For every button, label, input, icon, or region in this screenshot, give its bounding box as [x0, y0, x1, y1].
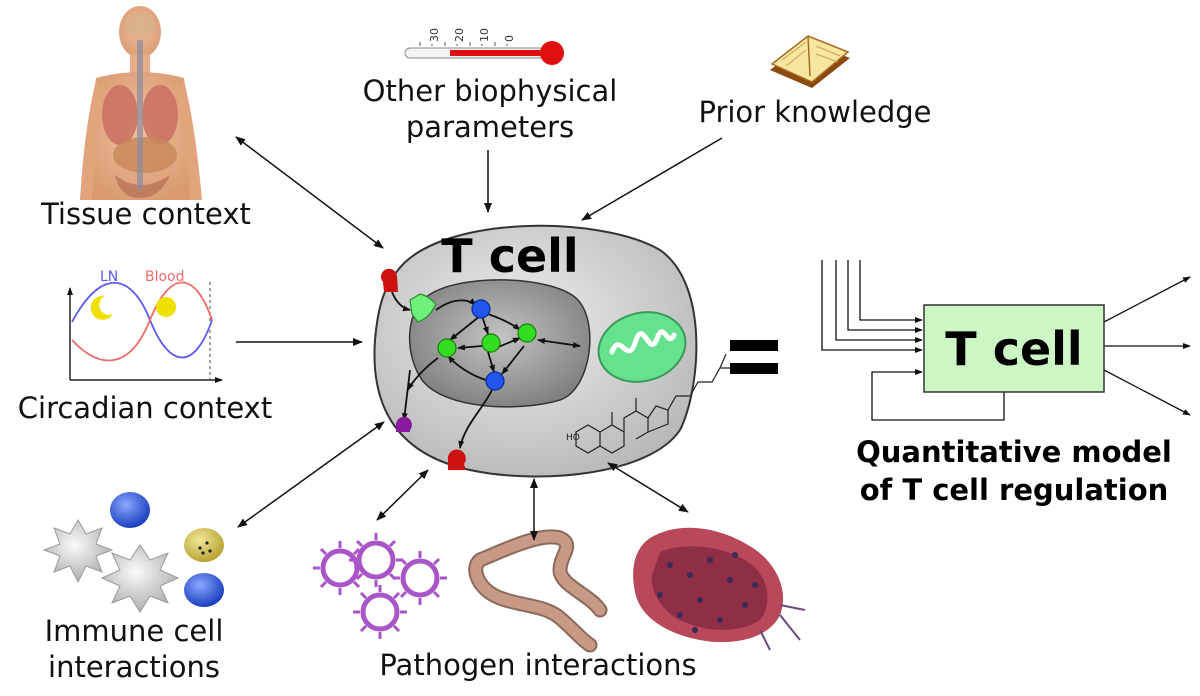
biophysical-label-line1: Other biophysical: [363, 74, 618, 108]
thermometer-icon: 30 20 10 0: [404, 28, 564, 65]
circadian-context-label: Circadian context: [18, 391, 272, 425]
context-arrows: [235, 136, 723, 541]
book-icon: [770, 35, 850, 88]
thermo-tick-20: 20: [453, 28, 466, 42]
model-diagram: [821, 260, 1191, 421]
bacteria-cluster-icon: [633, 527, 806, 651]
model-box-label: T cell: [945, 322, 1082, 376]
steroid-structure: [575, 353, 734, 454]
thermo-tick-10: 10: [478, 28, 491, 42]
model-label-line1: Quantitative model: [856, 435, 1172, 469]
pathogen-interactions-label: Pathogen interactions: [379, 648, 696, 682]
virus-icon: [313, 533, 447, 639]
t-cell: HO: [373, 224, 734, 478]
steroid-oh: HO: [566, 433, 580, 443]
biophysical-label-line2: parameters: [406, 110, 574, 144]
mitochondrion: [597, 311, 687, 383]
circadian-plot-icon: [67, 281, 223, 383]
immune-cells-icon: [42, 492, 224, 613]
tissue-context-label: Tissue context: [40, 197, 251, 231]
immune-label-line2: interactions: [48, 650, 220, 684]
equals-sign: [730, 340, 778, 374]
worm-icon: [468, 529, 608, 653]
ln-label: LN: [100, 269, 118, 285]
blood-label: Blood: [145, 269, 185, 285]
t-cell-title: T cell: [441, 229, 578, 283]
thermo-tick-30: 30: [428, 28, 441, 42]
model-label-line2: of T cell regulation: [860, 473, 1169, 507]
immune-label-line1: Immune cell: [45, 614, 224, 648]
prior-knowledge-label: Prior knowledge: [698, 95, 931, 129]
human-body-icon: [80, 6, 202, 200]
thermo-tick-0: 0: [503, 35, 516, 42]
model-box: [923, 304, 1105, 393]
